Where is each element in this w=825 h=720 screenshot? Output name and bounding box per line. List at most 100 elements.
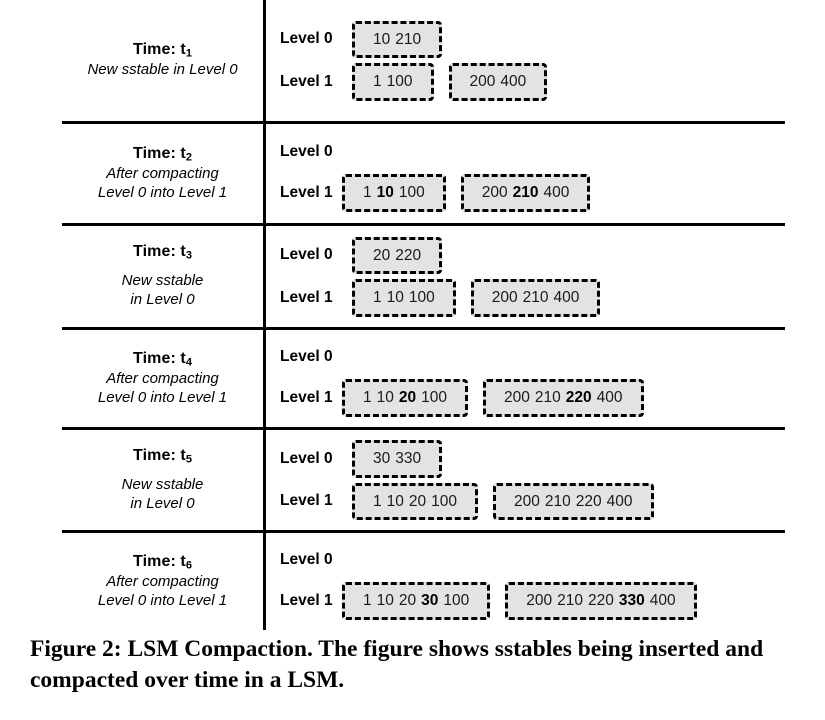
sstable-key: 330 <box>395 450 422 467</box>
time-description-line: New sstable <box>121 272 204 290</box>
sstable-key: 10 <box>386 492 404 510</box>
sstable-key: 200 <box>526 592 553 610</box>
time-label-prefix: Time: t <box>133 40 186 58</box>
sstable-key: 20 <box>398 592 417 610</box>
level-label: Level 0 <box>280 30 333 48</box>
sstable-key: 10 <box>376 389 394 407</box>
column-divider <box>263 430 266 530</box>
sstable-key: 20 <box>373 246 391 264</box>
time-description-line: After compacting <box>106 572 219 590</box>
time-label: Time: t4 <box>133 350 192 368</box>
time-description-line: After compacting <box>106 369 219 387</box>
level-row-0: Level 0 <box>266 543 785 577</box>
sstable-key: 210 <box>395 30 422 48</box>
sstable-key-new: 20 <box>398 389 417 407</box>
sstable-key: 400 <box>606 492 633 510</box>
sstable-key: 200 <box>469 73 496 90</box>
time-label-index: 1 <box>185 47 192 60</box>
sstable-key-new: 30 <box>421 592 439 610</box>
sstable-key: 400 <box>543 184 570 202</box>
sstable-key: 100 <box>431 492 457 510</box>
sstable-key: 100 <box>386 73 413 90</box>
level-label: Level 1 <box>280 492 333 510</box>
sstable-track <box>342 136 785 168</box>
sstable-key: 200 <box>514 492 540 510</box>
level-row-0: Level 0 <box>266 135 785 169</box>
sstable-key: 210 <box>534 389 561 407</box>
level-label: Level 0 <box>280 551 333 569</box>
level-label: Level 0 <box>280 348 333 366</box>
sstable-key: 1 <box>363 184 372 202</box>
time-label: Time: t3 <box>133 243 192 261</box>
time-label: Time: t6 <box>133 553 192 571</box>
time-label-prefix: Time: t <box>133 243 186 261</box>
sstable-key: 400 <box>596 389 623 407</box>
sstable-key: 200 <box>491 289 518 306</box>
level-row-0: Level 0 <box>266 340 785 374</box>
level-label: Level 0 <box>280 246 333 264</box>
sstable-key: 400 <box>649 592 676 610</box>
time-description-line: New sstable <box>121 475 204 493</box>
sstable-key: 400 <box>500 73 527 90</box>
time-label-prefix: Time: t <box>133 144 186 162</box>
sstable-key: 200 <box>481 184 508 202</box>
sstable-key: 1 <box>373 492 382 510</box>
level-label: Level 1 <box>280 184 333 201</box>
time-label-index: 6 <box>185 558 192 571</box>
level-label: Level 1 <box>280 288 333 306</box>
time-description-line: in Level 0 <box>130 494 195 512</box>
sstable-key: 100 <box>443 592 470 610</box>
time-label-prefix: Time: t <box>133 349 186 367</box>
column-divider <box>263 533 266 630</box>
sstable-key-new: 210 <box>512 184 539 202</box>
sstable-key: 100 <box>408 289 435 306</box>
sstable-key: 220 <box>575 492 602 510</box>
level-label: Level 1 <box>280 72 333 90</box>
sstable-key: 100 <box>398 184 425 202</box>
sstable-key-new: 330 <box>618 592 645 610</box>
time-description-line: in Level 0 <box>130 291 195 309</box>
sstable-key: 200 <box>504 389 530 407</box>
sstable-key: 10 <box>376 592 394 610</box>
sstable-key: 10 <box>373 30 391 48</box>
time-label-prefix: Time: t <box>133 552 186 570</box>
column-divider <box>263 226 266 327</box>
